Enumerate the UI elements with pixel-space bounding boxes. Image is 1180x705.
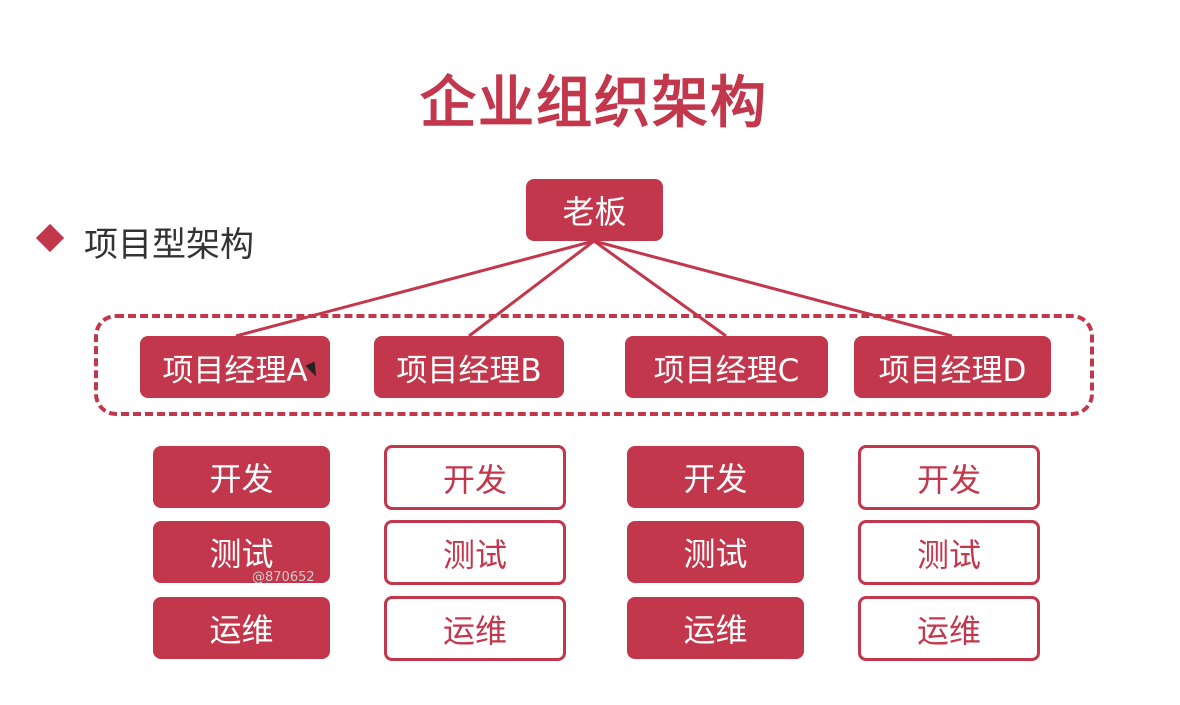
connector-line-c: [593, 239, 727, 338]
team-b-test-node: 测试: [384, 520, 566, 585]
team-c-test-node: 测试: [627, 521, 804, 583]
team-d-ops-node: 运维: [858, 596, 1040, 661]
project-manager-c-node: 项目经理C: [625, 336, 828, 398]
team-a-dev-node: 开发: [153, 446, 330, 508]
connector-line-b: [468, 239, 595, 338]
team-b-ops-node: 运维: [384, 596, 566, 661]
connector-line-a: [235, 239, 595, 338]
team-d-test-node: 测试: [858, 520, 1040, 585]
boss-node: 老板: [526, 179, 663, 241]
team-c-dev-node: 开发: [627, 446, 804, 508]
project-managers-group-frame: [94, 314, 1094, 416]
team-a-ops-node: 运维: [153, 597, 330, 659]
project-manager-a-node: 项目经理A: [140, 336, 330, 398]
watermark-text: @870652: [252, 570, 315, 585]
section-subtitle: 项目型架构: [84, 225, 254, 265]
project-manager-b-node: 项目经理B: [374, 336, 564, 398]
team-c-ops-node: 运维: [627, 597, 804, 659]
team-b-dev-node: 开发: [384, 445, 566, 510]
connector-line-d: [593, 239, 953, 338]
team-a-test-node: 测试: [153, 521, 330, 583]
team-d-dev-node: 开发: [858, 445, 1040, 510]
page-title: 企业组织架构: [420, 71, 768, 136]
project-manager-d-node: 项目经理D: [854, 336, 1051, 398]
